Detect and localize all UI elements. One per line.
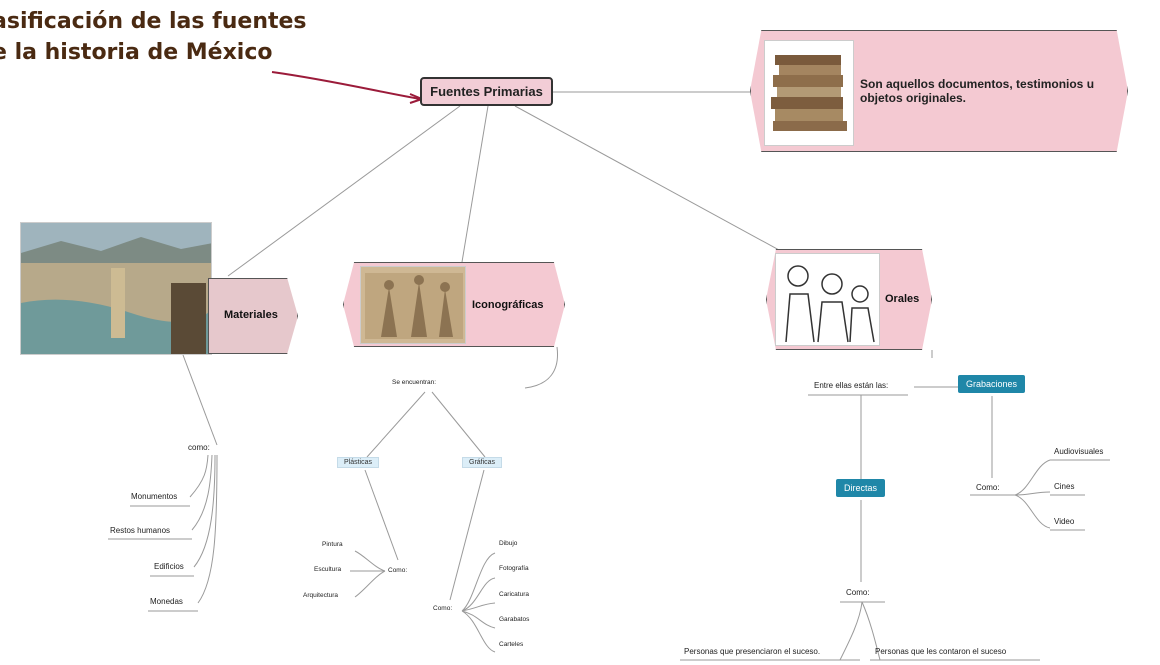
graficas-item: Fotografía bbox=[499, 565, 529, 572]
title-line-2: e la historia de México bbox=[0, 40, 273, 65]
materiales-item: Monedas bbox=[150, 597, 183, 606]
line-graficas-como bbox=[449, 469, 485, 601]
line-ico-connector bbox=[524, 346, 559, 389]
grabaciones-item: Audiovisuales bbox=[1054, 447, 1104, 456]
underline-materiales-items bbox=[108, 505, 198, 612]
books-image bbox=[764, 40, 854, 146]
line-connector-tags bbox=[366, 391, 486, 458]
line-materiales-como bbox=[182, 354, 218, 446]
graficas-item: Carteles bbox=[499, 641, 524, 648]
plasticas-item: Arquitectura bbox=[303, 592, 339, 599]
mural-image bbox=[20, 222, 212, 355]
orales-connector: Entre ellas están las: bbox=[814, 381, 889, 390]
iconograficas-label: Iconográficas bbox=[472, 299, 544, 311]
title-arrow bbox=[271, 71, 421, 100]
relief-illustration bbox=[361, 267, 465, 343]
plasticas-item: Pintura bbox=[322, 541, 343, 548]
grabaciones-tag[interactable]: Grabaciones bbox=[958, 375, 1026, 393]
directas-tag[interactable]: Directas bbox=[836, 479, 886, 497]
people-drawing-image bbox=[775, 253, 880, 346]
line-grabaciones-items bbox=[1014, 459, 1051, 529]
graficas-item: Garabatos bbox=[499, 616, 530, 623]
grabaciones-connector: Como: bbox=[976, 483, 1000, 492]
directas-item: Personas que les contaron el suceso bbox=[875, 647, 1007, 656]
orales-label: Orales bbox=[885, 293, 920, 305]
line-plasticas-items bbox=[350, 550, 386, 598]
grabaciones-item: Cines bbox=[1054, 482, 1075, 491]
root-node[interactable]: Fuentes Primarias bbox=[420, 77, 553, 106]
directas-connector: Como: bbox=[846, 588, 870, 597]
materiales-item: Monumentos bbox=[131, 492, 178, 501]
plasticas-item: Escultura bbox=[314, 566, 342, 573]
materiales-node[interactable] bbox=[208, 278, 298, 354]
directas-item: Personas que presenciaron el suceso. bbox=[684, 647, 821, 656]
map-title: asificación de las fuentes e la historia… bbox=[0, 6, 307, 68]
plasticas-connector: Como: bbox=[388, 567, 408, 574]
materiales-item: Edificios bbox=[154, 562, 184, 571]
materiales-item: Restos humanos bbox=[110, 526, 171, 535]
line-root-materiales bbox=[227, 105, 461, 277]
books-illustration bbox=[771, 55, 847, 131]
plasticas-tag[interactable]: Plásticas bbox=[337, 457, 380, 468]
graficas-tag[interactable]: Gráficas bbox=[462, 457, 503, 468]
materiales-label: Materiales bbox=[224, 309, 278, 321]
iconograficas-connector: Se encuentran: bbox=[392, 379, 437, 386]
materiales-connector: como: bbox=[188, 443, 210, 452]
line-directas-items bbox=[839, 601, 881, 661]
line-plasticas-como bbox=[364, 469, 399, 561]
graficas-item: Dibujo bbox=[499, 540, 518, 547]
grabaciones-item: Video bbox=[1054, 517, 1075, 526]
title-line-1: asificación de las fuentes bbox=[0, 9, 307, 34]
definition-text: Son aquellos documentos, testimonios u o… bbox=[860, 77, 1095, 105]
graficas-item: Caricatura bbox=[499, 591, 529, 598]
underline-grabaciones-items bbox=[1050, 459, 1110, 531]
line-root-iconograficas bbox=[461, 105, 489, 263]
relief-image bbox=[360, 266, 466, 344]
graficas-connector: Como: bbox=[433, 605, 453, 612]
mural-illustration bbox=[21, 223, 211, 354]
line-graficas-items bbox=[461, 552, 496, 653]
people-illustration bbox=[785, 265, 875, 343]
line-materiales-items bbox=[189, 454, 218, 604]
line-root-orales bbox=[514, 105, 791, 257]
